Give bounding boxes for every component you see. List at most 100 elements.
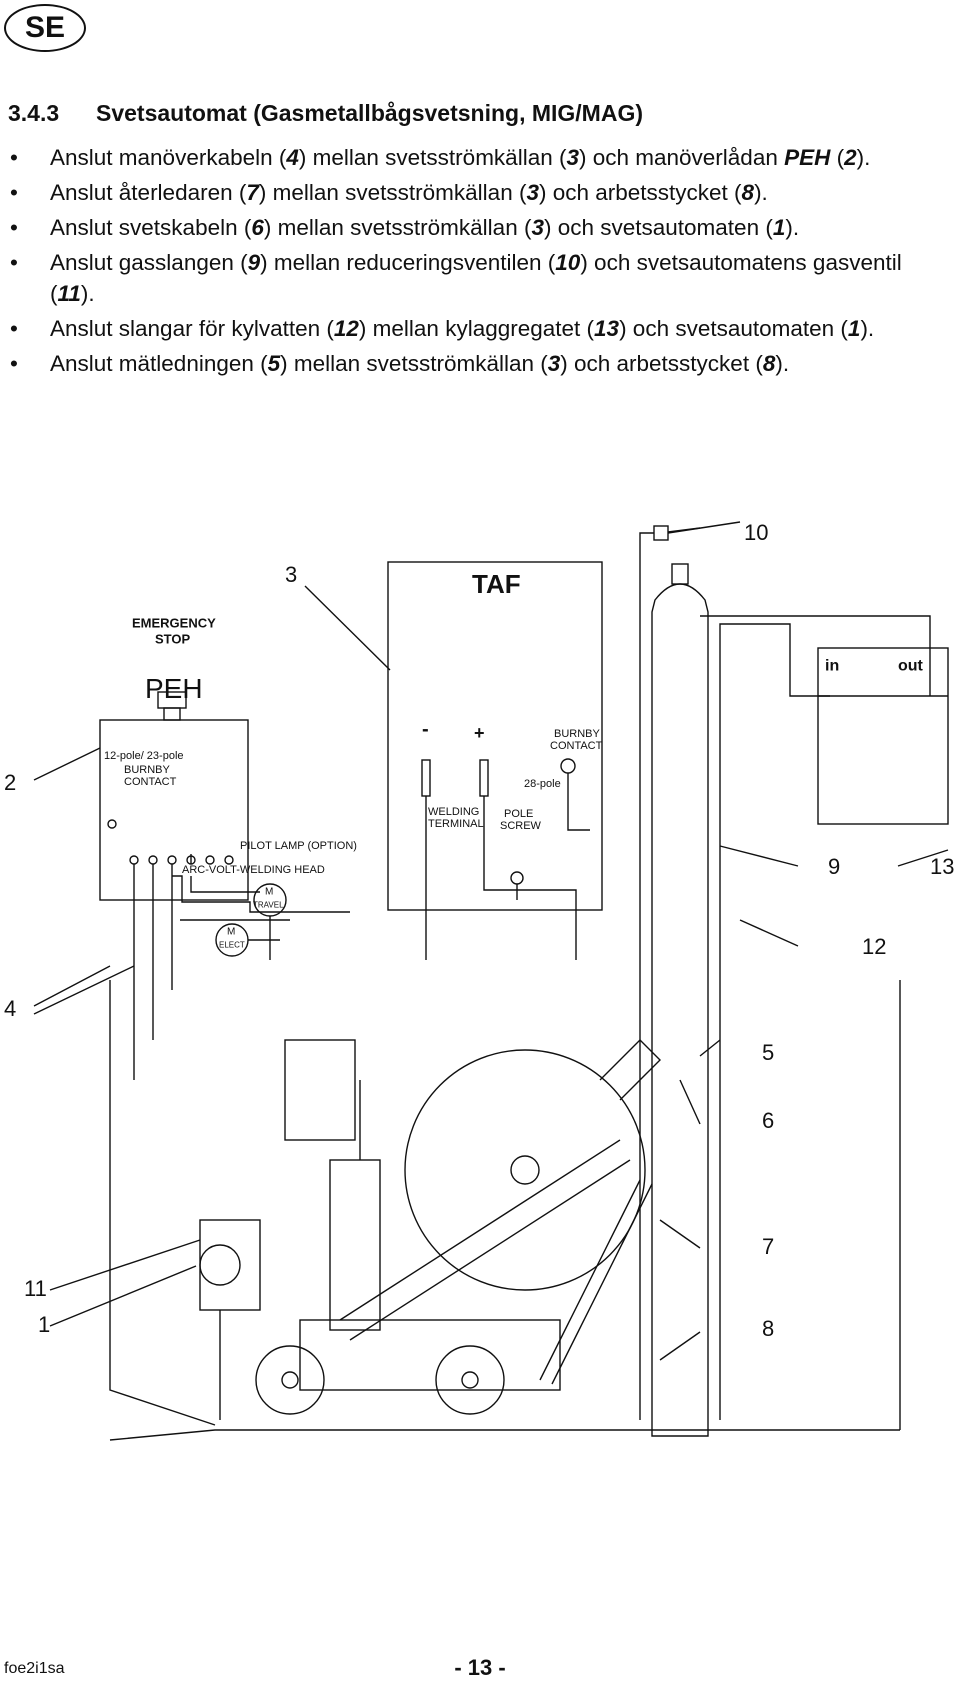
callout-9: 9 <box>828 854 840 879</box>
taf-power-source <box>387 561 603 911</box>
instruction-item: •Anslut återledaren (7) mellan svetsströ… <box>8 177 948 208</box>
pole-screw-label: POLE <box>504 808 533 820</box>
gas-cylinder <box>651 583 709 1437</box>
taf-label: TAF <box>472 569 521 599</box>
tractor-wheel <box>255 1345 325 1415</box>
instruction-item: • Anslut mätledningen (5) mellan svetsstr… <box>8 348 948 379</box>
burnby-contact-label: BURNBY <box>124 764 171 776</box>
instruction-text: Anslut svetskabeln ( <box>50 215 252 240</box>
welding-terminal-label: WELDING <box>428 806 479 818</box>
instruction-text: ). <box>80 281 95 306</box>
instruction-text: ) mellan reduceringsventilen ( <box>260 250 556 275</box>
emergency-stop-label: STOP <box>155 632 190 647</box>
callout-8: 8 <box>762 1316 774 1341</box>
bullet-marker: • <box>10 145 18 170</box>
instruction-text: ) mellan svetsströmkällan ( <box>280 351 548 376</box>
instruction-text: Anslut gasslangen ( <box>50 250 248 275</box>
instruction-text: ). <box>775 351 790 376</box>
section-heading: 3.4.3 Svetsautomat (Gasmetallbågsvetsning… <box>8 100 643 127</box>
callout-4: 4 <box>4 996 16 1021</box>
instruction-text: Anslut återledaren ( <box>50 180 247 205</box>
connection-diagram: 10 3 TAF EMERGENCY STOP PEH in out - + B… <box>4 520 954 1441</box>
bullet-marker: • <box>10 316 18 341</box>
electrode-motor-label: ELECT <box>219 941 245 950</box>
instruction-item: • Anslut manöverkabeln (4) mellan svetsst… <box>8 142 948 173</box>
callout-2: 2 <box>4 770 16 795</box>
reference-number: 5 <box>267 351 281 376</box>
instruction-text: ) mellan svetsströmkällan ( <box>263 215 532 240</box>
reference-number: 3 <box>547 351 561 376</box>
reference-number: 8 <box>762 351 776 376</box>
burnby-contact-label: CONTACT <box>124 776 177 788</box>
cooler-out-label: out <box>898 657 924 674</box>
taf-pole-label: 28-pole <box>524 778 561 790</box>
instruction-text: ) och svetsautomaten ( <box>543 215 773 240</box>
instruction-text: ( <box>830 145 845 170</box>
reference-number: 8 <box>741 180 755 205</box>
instruction-text: ). <box>785 215 800 240</box>
callout-11: 11 <box>24 1276 47 1301</box>
pressure-reducer <box>653 525 669 541</box>
instruction-text: ). <box>860 316 875 341</box>
cooling-unit <box>817 647 949 825</box>
reference-number: 12 <box>333 316 359 341</box>
reference-number: 13 <box>594 316 620 341</box>
instruction-text: ) och svetsautomaten ( <box>619 316 848 341</box>
welding-terminal-label: TERMINAL <box>428 818 484 830</box>
callout-7: 7 <box>762 1234 774 1259</box>
arc-volt-label: ARC-VOLT-WELDING HEAD <box>182 864 325 876</box>
instruction-text: Anslut mätledningen ( <box>50 351 268 376</box>
taf-burnby-label: CONTACT <box>550 740 603 752</box>
instruction-text: Anslut manöverkabeln ( <box>50 145 287 170</box>
callout-12: 12 <box>862 934 886 959</box>
wire-reel-housing <box>284 1039 356 1141</box>
tractor-carriage <box>299 1319 561 1391</box>
cooler-in-label: in <box>825 657 839 674</box>
reference-number: 3 <box>526 180 539 205</box>
instruction-item: • Anslut gasslangen (9) mellan reducering… <box>8 247 948 309</box>
travel-motor-label: TRAVEL <box>253 901 284 910</box>
reference-number: 9 <box>247 250 261 275</box>
callout-10: 10 <box>744 520 768 545</box>
callout-13: 13 <box>930 854 954 879</box>
bullet-marker: • <box>10 215 18 240</box>
bullet-marker: • <box>10 250 18 275</box>
plus-terminal-label: + <box>474 723 485 743</box>
reference-number: 1 <box>772 215 786 240</box>
instruction-text: ) och arbetsstycket ( <box>538 180 742 205</box>
reference-number: 4 <box>286 145 299 170</box>
instruction-item: •Anslut slangar för kylvatten (12) mella… <box>8 313 948 344</box>
bullet-marker: • <box>10 351 18 376</box>
callout-3: 3 <box>285 562 297 587</box>
taf-burnby-label: BURNBY <box>554 728 601 740</box>
page-number: - 13 - <box>454 1655 506 1680</box>
instruction-text: ) mellan kylaggregatet ( <box>358 316 595 341</box>
reference-number: 1 <box>847 316 861 341</box>
instruction-text: ). <box>754 180 768 205</box>
instruction-text: ) mellan svetsströmkällan ( <box>298 145 567 170</box>
instruction-text: ) och manöverlådan <box>578 145 785 170</box>
instruction-text: ) och svetsautomatens gasventil ( <box>50 250 902 306</box>
peh-label: PEH <box>145 673 203 704</box>
reference-number: 3 <box>566 145 579 170</box>
instruction-text: ). <box>856 145 871 170</box>
language-badge: SE <box>4 4 86 52</box>
reference-number: 6 <box>251 215 264 240</box>
reference-number: 11 <box>57 281 81 306</box>
pilot-lamp-label: PILOT LAMP (OPTION) <box>240 840 357 852</box>
callout-5: 5 <box>762 1040 774 1065</box>
pole-count-label: 12-pole/ 23-pole <box>104 750 184 762</box>
reference-number: 10 <box>555 250 581 275</box>
instruction-item: • Anslut svetskabeln (6) mellan svetsströ… <box>8 212 948 243</box>
pole-screw-label: SCREW <box>500 820 542 832</box>
callout-1: 1 <box>38 1312 50 1337</box>
document-code: foe2i1sa <box>4 1660 65 1677</box>
section-title: Svetsautomat (Gasmetallbågsvetsning, MIG… <box>96 100 644 126</box>
instruction-text: ) mellan svetsströmkällan ( <box>258 180 527 205</box>
section-number: 3.4.3 <box>8 100 60 126</box>
reference-number: 7 <box>246 180 259 205</box>
travel-motor-m: M <box>265 886 273 897</box>
reference-number: 2 <box>844 145 857 170</box>
instruction-list: •Anslut manöverkabeln (4) mellan svetsst… <box>8 142 948 383</box>
minus-terminal-label: - <box>422 719 429 741</box>
